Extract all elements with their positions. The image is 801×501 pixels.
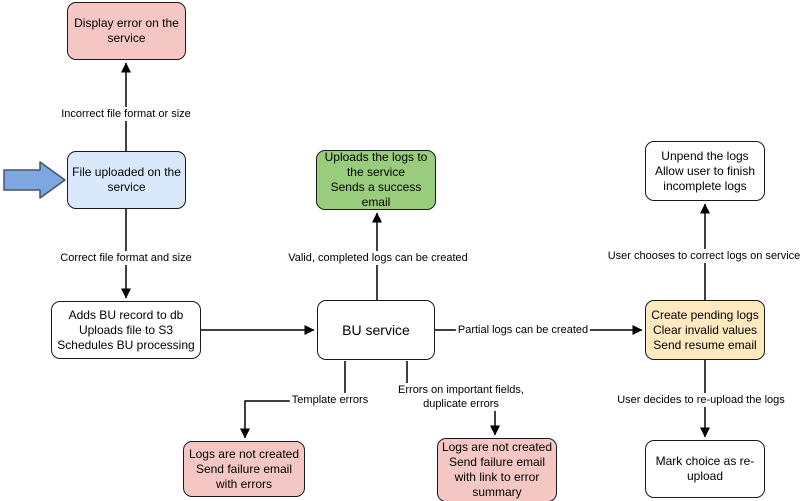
edge-label-field-errors: Errors on important fields, duplicate er… bbox=[396, 383, 526, 411]
node-mark-choice-reupload: Mark choice as re- upload bbox=[645, 440, 765, 498]
edge-label-valid-logs: Valid, completed logs can be created bbox=[286, 251, 470, 265]
edge-label-user-corrects: User chooses to correct logs on service bbox=[605, 249, 801, 263]
node-logs-not-created-summary-label: Logs are not created Send failure email … bbox=[441, 440, 553, 499]
node-file-uploaded-label: File uploaded on the service bbox=[72, 165, 181, 194]
node-uploads-logs-success: Uploads the logs to the service Sends a … bbox=[316, 150, 436, 210]
node-file-uploaded: File uploaded on the service bbox=[67, 151, 186, 209]
entry-arrow-icon bbox=[3, 161, 66, 199]
node-create-pending-logs: Create pending logs Clear invalid values… bbox=[645, 300, 765, 360]
node-logs-not-created-summary: Logs are not created Send failure email … bbox=[437, 438, 557, 501]
node-logs-not-created-errors: Logs are not created Send failure email … bbox=[183, 441, 305, 497]
edge-label-incorrect-format: Incorrect file format or size bbox=[59, 107, 193, 121]
node-adds-bu-record: Adds BU record to db Uploads file to S3 … bbox=[51, 301, 201, 359]
node-display-error-label: Display error on the service bbox=[74, 16, 179, 45]
node-bu-service-label: BU service bbox=[342, 321, 410, 338]
node-display-error: Display error on the service bbox=[67, 2, 186, 60]
node-mark-choice-reupload-label: Mark choice as re- upload bbox=[655, 454, 755, 483]
edge-label-correct-format: Correct file format and size bbox=[58, 251, 194, 265]
node-create-pending-logs-label: Create pending logs Clear invalid values… bbox=[651, 307, 759, 352]
edge-label-user-reuploads: User decides to re-upload the logs bbox=[615, 393, 787, 407]
edge-label-template-errors: Template errors bbox=[289, 393, 371, 407]
node-uploads-logs-success-label: Uploads the logs to the service Sends a … bbox=[324, 150, 428, 209]
node-logs-not-created-errors-label: Logs are not created Send failure email … bbox=[188, 446, 300, 491]
node-bu-service: BU service bbox=[317, 300, 435, 360]
node-unpend-logs: Unpend the logs Allow user to finish inc… bbox=[645, 141, 765, 201]
node-unpend-logs-label: Unpend the logs Allow user to finish inc… bbox=[654, 148, 756, 193]
edge-label-partial-logs: Partial logs can be created bbox=[455, 323, 591, 337]
node-adds-bu-record-label: Adds BU record to db Uploads file to S3 … bbox=[57, 307, 195, 352]
